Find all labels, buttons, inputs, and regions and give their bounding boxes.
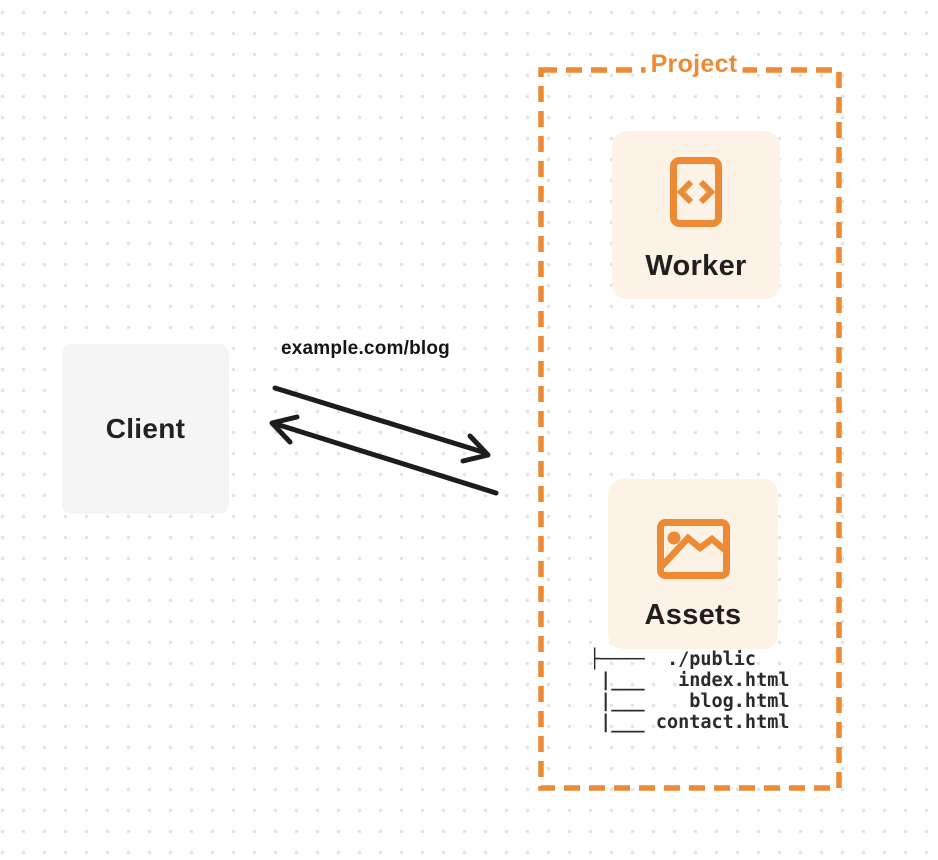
assets-node: Assets xyxy=(608,479,778,649)
image-icon xyxy=(656,519,730,579)
client-node: Client xyxy=(62,344,229,514)
worker-node: Worker xyxy=(612,131,780,299)
request-url-label: example.com/blog xyxy=(281,338,450,359)
assets-file-tree: ├──── ./public |___ index.html |___ blog… xyxy=(589,649,790,733)
project-dashed-border xyxy=(538,67,842,791)
client-label: Client xyxy=(105,413,186,444)
worker-label: Worker xyxy=(645,250,747,282)
response-arrow xyxy=(269,414,499,496)
code-file-icon xyxy=(670,157,722,227)
assets-label: Assets xyxy=(644,599,742,631)
project-boundary: Project Worker Assets ├──── ./public |__… xyxy=(538,50,842,791)
project-label: Project xyxy=(645,50,743,79)
request-arrow xyxy=(272,385,491,464)
